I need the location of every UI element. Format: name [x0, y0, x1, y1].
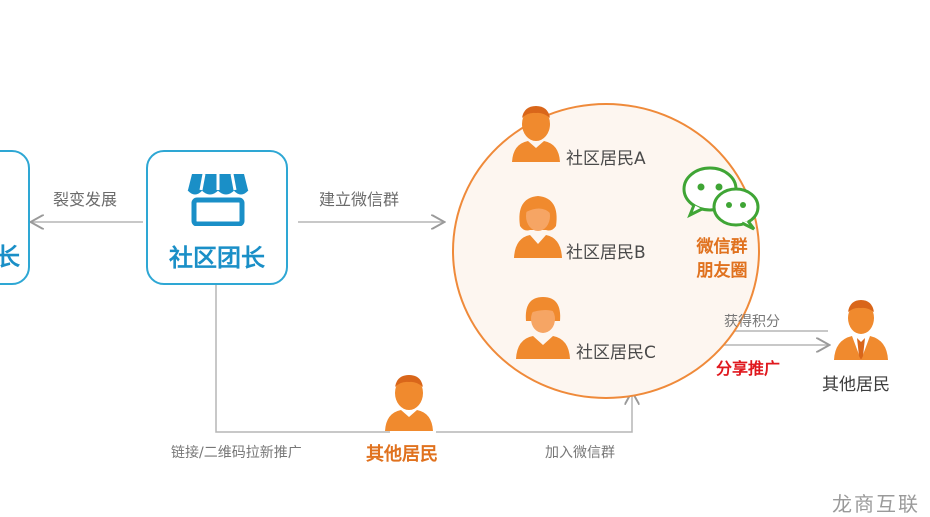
- other-resident-right-avatar-icon: [834, 300, 888, 360]
- arrow-qr-promote: [215, 285, 390, 433]
- arrow-join-group: [436, 393, 632, 433]
- wechat-community-circle: [452, 103, 760, 399]
- join-group-label: 加入微信群: [545, 445, 615, 461]
- resident-b-label: 社区居民B: [566, 243, 646, 263]
- resident-b-avatar-icon: [514, 196, 562, 258]
- share-promote-label: 分享推广: [716, 359, 781, 378]
- qr-promote-label: 链接/二维码拉新推广: [171, 445, 302, 461]
- other-resident-bottom-label: 其他居民: [366, 444, 438, 465]
- other-resident-right-label: 其他居民: [822, 375, 890, 395]
- other-resident-bottom-avatar-icon: [385, 375, 433, 431]
- community-leader-card: 社区团长: [146, 150, 288, 285]
- left-card-title: 长: [0, 243, 20, 271]
- resident-c-avatar-icon: [516, 297, 570, 359]
- wechat-group-text: 微信群: [696, 237, 748, 257]
- community-leader-title: 社区团长: [169, 244, 265, 272]
- moments-text: 朋友圈: [696, 261, 748, 281]
- build-group-label: 建立微信群: [319, 190, 400, 209]
- wechat-icon: [682, 166, 760, 231]
- wechat-label: 微信群 朋友圈: [686, 235, 758, 283]
- resident-a-label: 社区居民A: [566, 149, 646, 169]
- store-icon: [187, 173, 249, 226]
- resident-c-label: 社区居民C: [576, 343, 656, 363]
- fission-label: 裂变发展: [53, 190, 118, 209]
- left-card: 长: [0, 150, 30, 285]
- resident-a-avatar-icon: [512, 106, 560, 162]
- get-points-label: 获得积分: [724, 314, 780, 330]
- watermark: 龙商互联: [832, 492, 920, 516]
